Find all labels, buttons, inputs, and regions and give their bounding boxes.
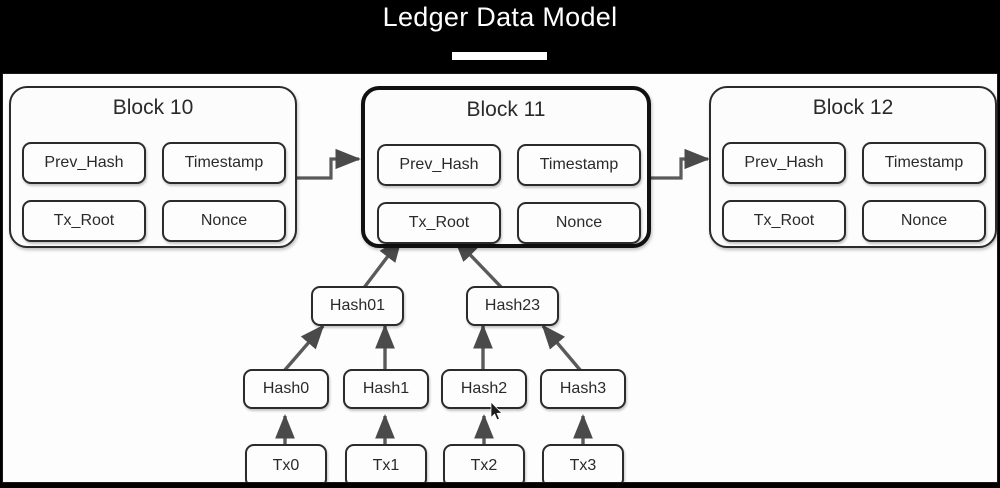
field-nonce[interactable]: Nonce [162, 200, 286, 242]
field-tx-root[interactable]: Tx_Root [377, 202, 501, 244]
connector-layer [275, 148, 710, 446]
field-prev-hash[interactable]: Prev_Hash [722, 142, 846, 184]
chain-link-11-to-12 [651, 148, 710, 180]
diagram-canvas: Block 10 Prev_Hash Timestamp Tx_Root Non… [2, 73, 998, 483]
field-nonce[interactable]: Nonce [517, 202, 641, 244]
chain-link-10-to-11 [296, 148, 361, 180]
field-tx-root[interactable]: Tx_Root [722, 200, 846, 242]
title-band: Ledger Data Model [0, 0, 1000, 73]
field-tx-root[interactable]: Tx_Root [22, 200, 146, 242]
transaction-tx0[interactable]: Tx0 [245, 444, 327, 482]
merkle-leaf-hash1[interactable]: Hash1 [343, 369, 429, 409]
page-title: Ledger Data Model [382, 2, 618, 32]
block-card-block-10[interactable]: Block 10 Prev_Hash Timestamp Tx_Root Non… [9, 86, 297, 248]
transaction-tx2[interactable]: Tx2 [443, 444, 525, 482]
field-timestamp[interactable]: Timestamp [517, 144, 641, 186]
merkle-node-hash23[interactable]: Hash23 [466, 286, 559, 326]
field-timestamp[interactable]: Timestamp [162, 142, 286, 184]
merkle-leaf-hash3[interactable]: Hash3 [540, 369, 626, 409]
block-title: Block 11 [466, 98, 546, 121]
block-title: Block 10 [112, 96, 194, 119]
block-card-block-11[interactable]: Block 11 Prev_Hash Timestamp Tx_Root Non… [361, 86, 651, 248]
field-prev-hash[interactable]: Prev_Hash [22, 142, 146, 184]
merkle-leaf-hash2[interactable]: Hash2 [441, 369, 527, 409]
mouse-cursor-icon [490, 402, 503, 421]
merkle-node-hash01[interactable]: Hash01 [311, 286, 404, 326]
transaction-tx1[interactable]: Tx1 [345, 444, 427, 482]
edge-hash3-to-hash23 [541, 324, 583, 373]
field-nonce[interactable]: Nonce [862, 200, 986, 242]
block-card-block-12[interactable]: Block 12 Prev_Hash Timestamp Tx_Root Non… [709, 86, 997, 248]
transaction-tx3[interactable]: Tx3 [542, 444, 624, 482]
block-title: Block 12 [812, 96, 894, 119]
title-underline-rule [452, 52, 547, 60]
edge-hash0-to-hash01 [282, 324, 325, 373]
merkle-leaf-hash0[interactable]: Hash0 [243, 369, 329, 409]
field-timestamp[interactable]: Timestamp [862, 142, 986, 184]
field-prev-hash[interactable]: Prev_Hash [377, 144, 501, 186]
